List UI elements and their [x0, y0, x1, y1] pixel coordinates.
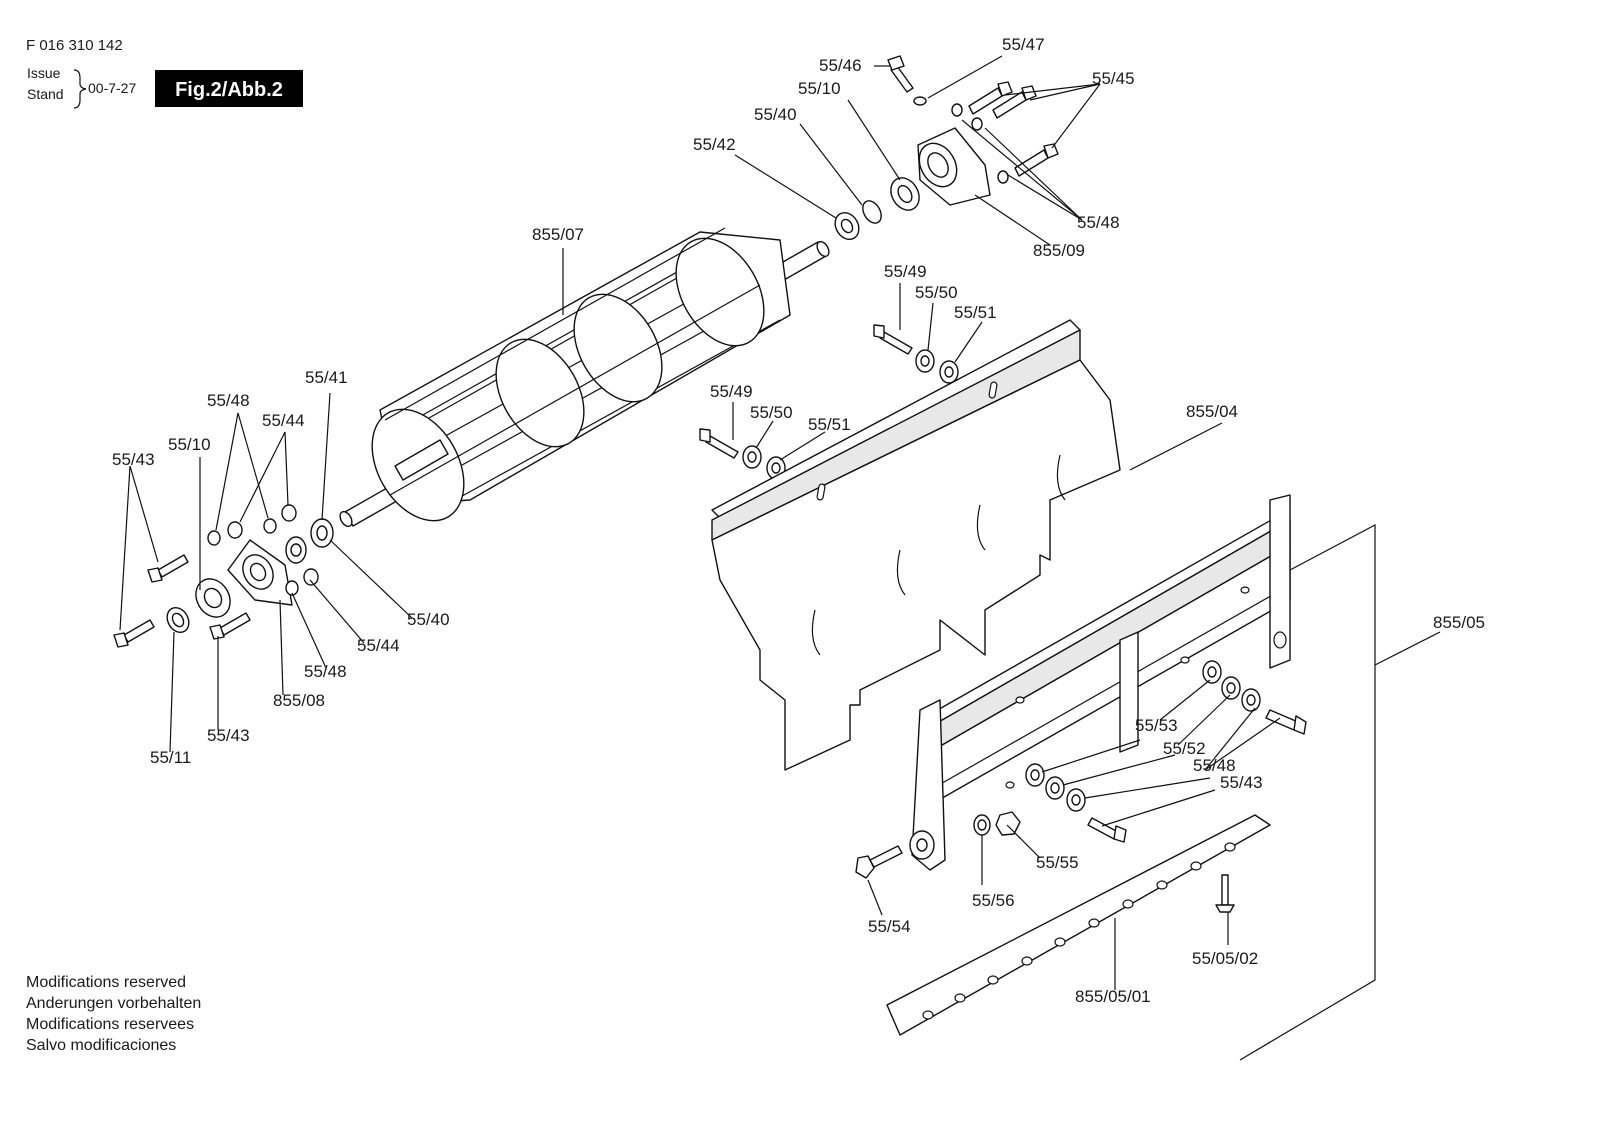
label-55-48-left: 55/48	[207, 391, 250, 410]
label-55-51-upper: 55/51	[954, 303, 997, 322]
label-55-48-right: 55/48	[1077, 213, 1120, 232]
footer-line-3: Modifications reservees	[26, 1016, 194, 1033]
label-55-10-right: 55/10	[798, 79, 841, 98]
label-55-43-left: 55/43	[112, 450, 155, 469]
brace	[73, 69, 87, 109]
label-55-40-left: 55/40	[407, 610, 450, 629]
bearing-housing-left	[113, 504, 334, 648]
issue-label: Issue	[27, 65, 61, 81]
label-855-05: 855/05	[1433, 613, 1485, 632]
label-55-45: 55/45	[1092, 69, 1135, 88]
label-855-05-01: 855/05/01	[1075, 987, 1151, 1006]
stand-label: Stand	[27, 86, 64, 102]
issue-date: 00-7-27	[88, 80, 136, 96]
label-55-10-left: 55/10	[168, 435, 211, 454]
label-55-49-upper: 55/49	[884, 262, 927, 281]
label-55-11: 55/11	[150, 748, 191, 767]
header: F 016 310 142 Issue Stand 00-7-27 Fig.2/…	[26, 37, 303, 109]
label-55-56: 55/56	[972, 891, 1015, 910]
label-55-51-lower: 55/51	[808, 415, 851, 434]
footer-line-1: Modifications reserved	[26, 974, 186, 991]
figure-box	[155, 70, 303, 107]
bearing-housing-right	[834, 55, 1059, 241]
blade-frame	[886, 494, 1376, 1061]
label-855-09: 855/09	[1033, 241, 1085, 260]
label-855-07: 855/07	[532, 225, 584, 244]
cutting-reel	[339, 227, 830, 528]
label-55-55: 55/55	[1036, 853, 1079, 872]
label-55-47: 55/47	[1002, 35, 1045, 54]
label-55-50-upper: 55/50	[915, 283, 958, 302]
lower-fasteners	[855, 660, 1307, 879]
label-55-46: 55/46	[819, 56, 862, 75]
label-55-53: 55/53	[1135, 716, 1178, 735]
footer-line-2: Anderungen vorbehalten	[26, 995, 201, 1012]
label-55-43-lower: 55/43	[207, 726, 250, 745]
part-labels: 55/46 55/47 55/45 55/10 55/40 55/42 55/4…	[112, 35, 1485, 1006]
bottom-plate	[711, 319, 1121, 771]
label-55-50-lower: 55/50	[750, 403, 793, 422]
footer-line-4: Salvo modificaciones	[26, 1037, 176, 1054]
doc-number: F 016 310 142	[26, 37, 123, 54]
label-55-41: 55/41	[305, 368, 348, 387]
leader-lines	[119, 55, 1441, 990]
figure-title: Fig.2/Abb.2	[175, 79, 283, 101]
label-55-42: 55/42	[693, 135, 736, 154]
label-55-54: 55/54	[868, 917, 911, 936]
label-55-52: 55/52	[1163, 739, 1206, 758]
label-55-44-left: 55/44	[262, 411, 305, 430]
label-55-40-right: 55/40	[754, 105, 797, 124]
label-55-43-frame: 55/43	[1220, 773, 1263, 792]
label-55-44-lower: 55/44	[357, 636, 400, 655]
label-55-49-lower: 55/49	[710, 382, 753, 401]
label-855-08: 855/08	[273, 691, 325, 710]
label-55-48-lower: 55/48	[304, 662, 347, 681]
label-55-48-frame: 55/48	[1193, 756, 1236, 775]
footer-notes: Modifications reserved Anderungen vorbeh…	[26, 974, 201, 1054]
label-855-04: 855/04	[1186, 402, 1238, 421]
label-55-05-02: 55/05/02	[1192, 949, 1258, 968]
